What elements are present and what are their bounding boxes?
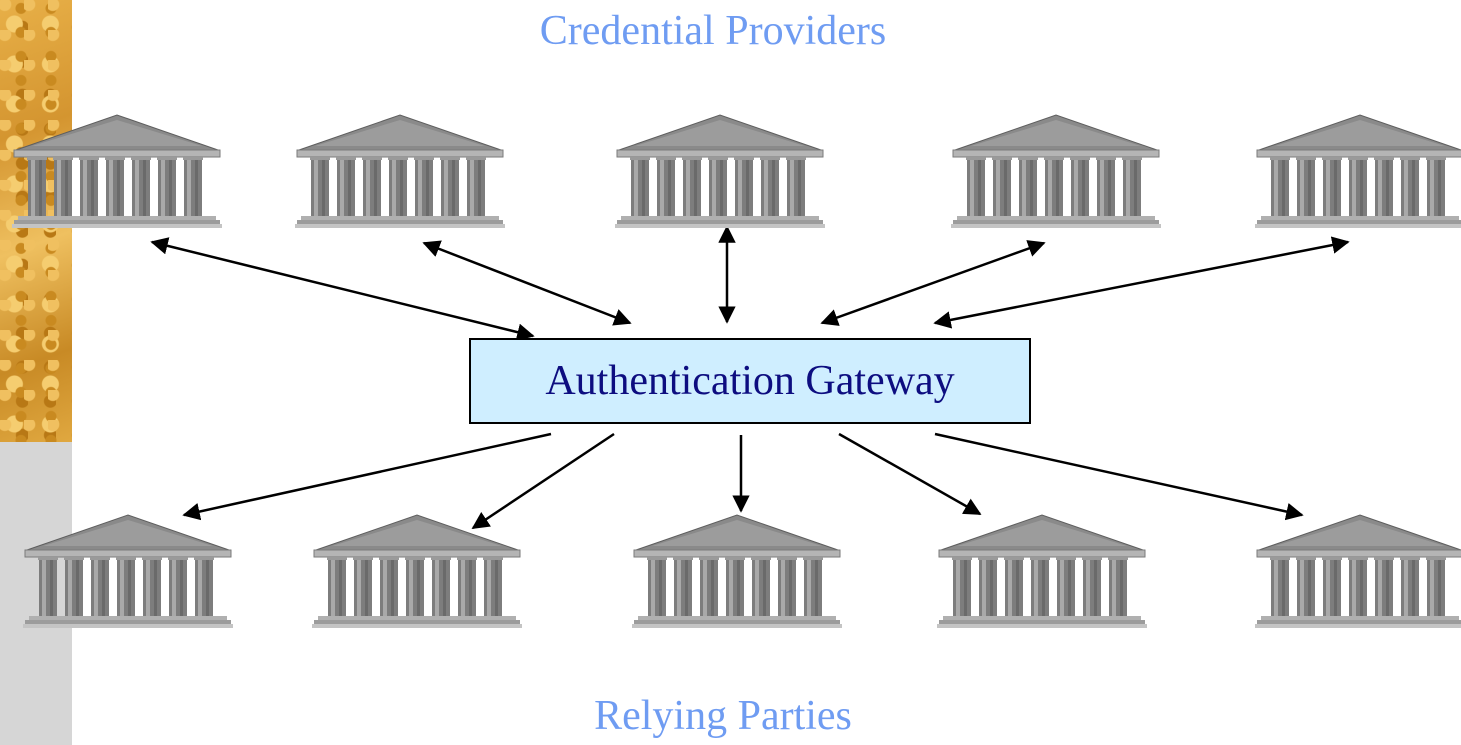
- relying-parties-label: Relying Parties: [594, 693, 852, 739]
- credential-provider-1-bank-building-icon: [12, 112, 222, 230]
- arrow-provider-1: [150, 237, 535, 341]
- authentication-gateway-node: Authentication Gateway: [469, 338, 1031, 424]
- credential-provider-2-bank-building-icon: [295, 112, 505, 230]
- authentication-gateway-label: Authentication Gateway: [545, 358, 955, 404]
- arrow-provider-2: [422, 240, 632, 326]
- relying-party-2-bank-building-icon: [312, 512, 522, 630]
- decorative-gray-strip: [0, 442, 72, 745]
- credential-provider-4-bank-building-icon: [951, 112, 1161, 230]
- relying-party-5-bank-building-icon: [1255, 512, 1461, 630]
- relying-party-4-bank-building-icon: [937, 512, 1147, 630]
- arrow-provider-5: [933, 236, 1350, 329]
- arrow-party-5: [934, 432, 1304, 521]
- arrow-party-4: [838, 432, 982, 516]
- arrow-provider-4: [820, 240, 1046, 326]
- arrow-party-2: [471, 432, 615, 530]
- credential-provider-3-bank-building-icon: [615, 112, 825, 230]
- relying-party-3-bank-building-icon: [632, 512, 842, 630]
- relying-party-1-bank-building-icon: [23, 512, 233, 630]
- credential-provider-5-bank-building-icon: [1255, 112, 1461, 230]
- credential-providers-label: Credential Providers: [539, 8, 887, 54]
- arrow-party-1: [182, 432, 552, 521]
